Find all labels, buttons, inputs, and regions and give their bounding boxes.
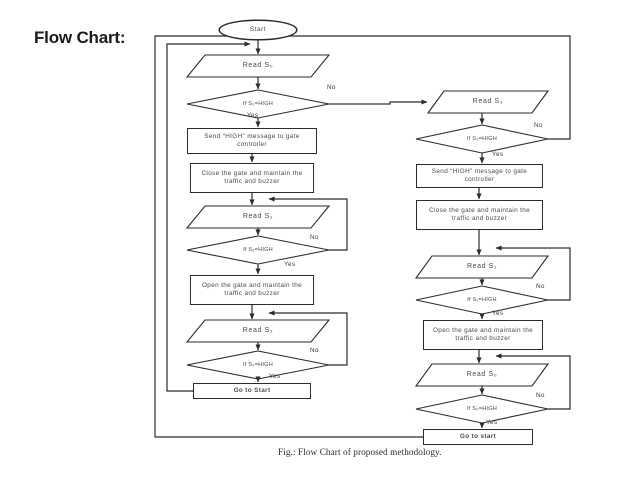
node-read-s3-right[interactable]: Read S₃: [428, 91, 548, 113]
node-read-s0-a[interactable]: Read S₀: [187, 55, 329, 77]
shape-read-s2: [185, 205, 331, 229]
node-send-high-right[interactable]: Send “HIGH” message to gate controller: [416, 164, 543, 188]
node-close-gate-right[interactable]: Close the gate and maintain the traffic …: [416, 200, 543, 230]
shape-read-s1: [414, 255, 550, 279]
shape-read-s3: [185, 319, 331, 343]
node-goto-start-right-label: Go to start: [459, 432, 497, 440]
node-decision-s1-label: If S₁=HIGH: [467, 296, 497, 303]
node-decision-s0-b-label: If S₀=HIGH: [467, 405, 497, 412]
node-open-gate-left-label: Open the gate and maintain the traffic a…: [201, 281, 303, 297]
node-read-s0-b[interactable]: Read S₀: [416, 364, 548, 386]
edge-dec-s1-no-loop: [495, 245, 571, 301]
node-decision-s3-label: If S₃=HIGH: [243, 361, 273, 368]
connector-layer: [154, 33, 571, 438]
node-send-high-left-label: Send “HIGH” message to gate controller: [204, 132, 300, 148]
edge-label-yes-s3-r: Yes: [492, 151, 504, 158]
node-read-s1-label: Read S₁: [467, 262, 497, 270]
edge-label-no-s0-b: No: [536, 392, 545, 399]
node-decision-s3[interactable]: If S₃=HIGH: [187, 351, 329, 379]
node-decision-s2-label: If S₂=HIGH: [243, 246, 273, 253]
node-shape-layer: [185, 19, 550, 424]
shape-read-s3-r: [426, 90, 550, 114]
node-read-s3[interactable]: Read S₃: [187, 320, 329, 342]
node-decision-s0-b[interactable]: If S₀=HIGH: [416, 395, 548, 423]
edge-gotostartl-to-start: [166, 41, 251, 392]
edge-label-yes-s1: Yes: [492, 310, 504, 317]
node-send-high-left[interactable]: Send “HIGH” message to gate controller: [187, 128, 317, 154]
edge-gotostartr-to-start: [154, 33, 423, 438]
node-goto-start-left-label: Go to Start: [233, 386, 271, 394]
node-read-s3-right-label: Read S₃: [472, 97, 504, 105]
shape-read-s0-b: [414, 363, 550, 387]
node-open-gate-right-label: Open the gate and maintain the traffic a…: [432, 326, 534, 342]
node-read-s3-label: Read S₃: [242, 326, 274, 334]
node-decision-s0-a-label: If S₀=HIGH: [243, 100, 273, 107]
edge-label-yes-s3: Yes: [269, 373, 281, 380]
node-read-s0-a-label: Read S₀: [242, 61, 274, 69]
node-close-gate-right-label: Close the gate and maintain the traffic …: [428, 206, 531, 222]
edge-label-no-s2: No: [310, 234, 319, 241]
node-send-high-right-label: Send “HIGH” message to gate controller: [431, 167, 528, 183]
edge-label-yes-s0-a: Yes: [247, 112, 259, 119]
edge-dec-s3r-no-loop: [274, 33, 571, 140]
node-open-gate-right[interactable]: Open the gate and maintain the traffic a…: [423, 320, 543, 350]
node-decision-s3-right-label: If S₃=HIGH: [467, 135, 497, 142]
node-read-s1[interactable]: Read S₁: [416, 256, 548, 278]
edge-label-no-s1: No: [536, 283, 545, 290]
node-read-s2-label: Read S₂: [242, 212, 274, 220]
node-read-s2[interactable]: Read S₂: [187, 206, 329, 228]
edge-dec-s2-no-loop: [268, 196, 348, 251]
edge-label-no-s3-r: No: [534, 122, 543, 129]
edge-label-no-s0-a: No: [327, 84, 336, 91]
node-decision-s1[interactable]: If S₁=HIGH: [416, 286, 548, 314]
edge-label-yes-s0-b: Yes: [486, 419, 498, 426]
node-decision-s3-right[interactable]: If S₃=HIGH: [416, 125, 548, 153]
node-close-gate-left-label: Close the gate and maintain the traffic …: [201, 169, 303, 185]
node-start[interactable]: Start: [219, 20, 297, 40]
shape-read-s0-a: [185, 54, 331, 78]
edge-dec-s0a-no-to-reads3r: [329, 99, 428, 105]
node-close-gate-left[interactable]: Close the gate and maintain the traffic …: [190, 163, 314, 193]
node-goto-start-left[interactable]: Go to Start: [193, 383, 311, 399]
edge-label-yes-s2: Yes: [284, 261, 296, 268]
node-goto-start-right[interactable]: Go to start: [423, 429, 533, 445]
edge-dec-s0b-no-loop: [495, 353, 571, 410]
edge-dec-s3-no-loop: [268, 310, 348, 366]
figure-caption: Fig.: Flow Chart of proposed methodology…: [278, 447, 442, 457]
node-open-gate-left[interactable]: Open the gate and maintain the traffic a…: [190, 275, 314, 305]
node-start-label: Start: [249, 25, 267, 33]
edge-label-no-s3: No: [310, 347, 319, 354]
page-title: Flow Chart:: [34, 28, 126, 47]
node-decision-s2[interactable]: If S₂=HIGH: [187, 236, 329, 264]
node-read-s0-b-label: Read S₀: [466, 370, 498, 378]
